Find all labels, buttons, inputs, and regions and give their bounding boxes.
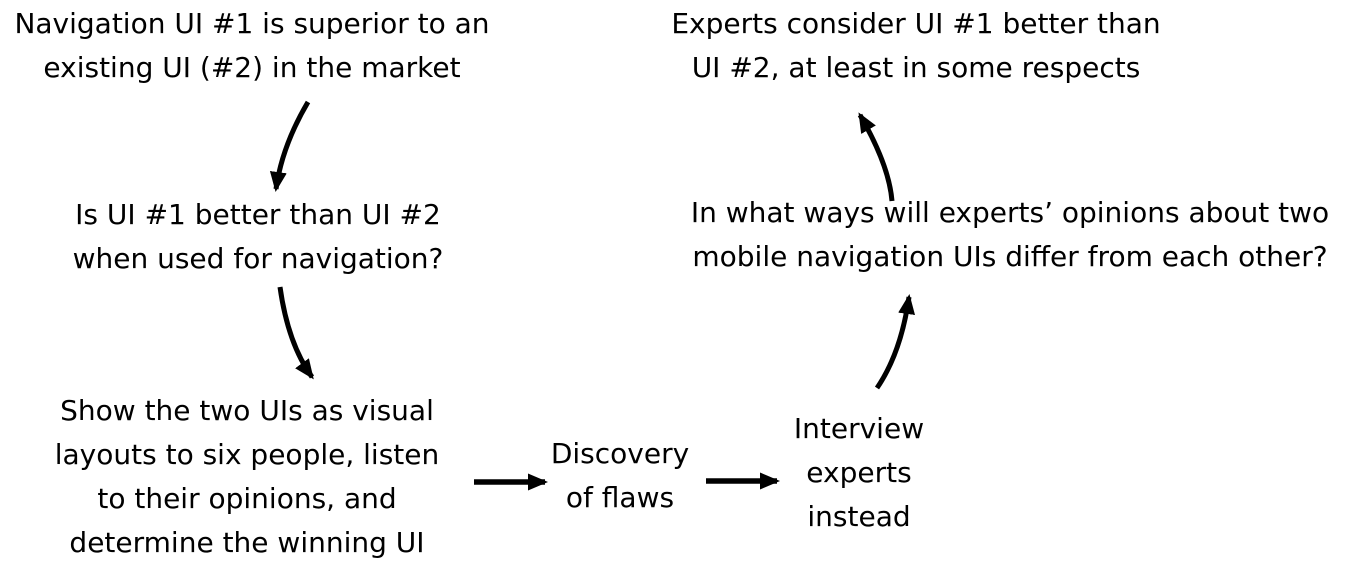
node-initial-method: Show the two UIs as visual layouts to si…: [54, 394, 440, 559]
node-discovery-of-flaws: Discovery of flaws: [550, 437, 690, 514]
node-revised-research-question: In what ways will experts’ opinions abou…: [690, 196, 1330, 273]
arrow-belief-to-question: [269, 100, 311, 192]
node-initial-research-question: Is UI #1 better than UI #2 when used for…: [72, 198, 444, 275]
arrow-revised-question-to-revised-belief: [857, 112, 895, 202]
arrow-interview-to-revised-question: [874, 294, 916, 390]
node-revised-belief: Experts consider UI #1 better than UI #2…: [671, 7, 1161, 84]
arrow-question-to-method: [277, 286, 315, 380]
node-initial-belief: Navigation UI #1 is superior to an exist…: [14, 7, 490, 84]
node-revised-method: Interview experts instead: [793, 412, 925, 533]
